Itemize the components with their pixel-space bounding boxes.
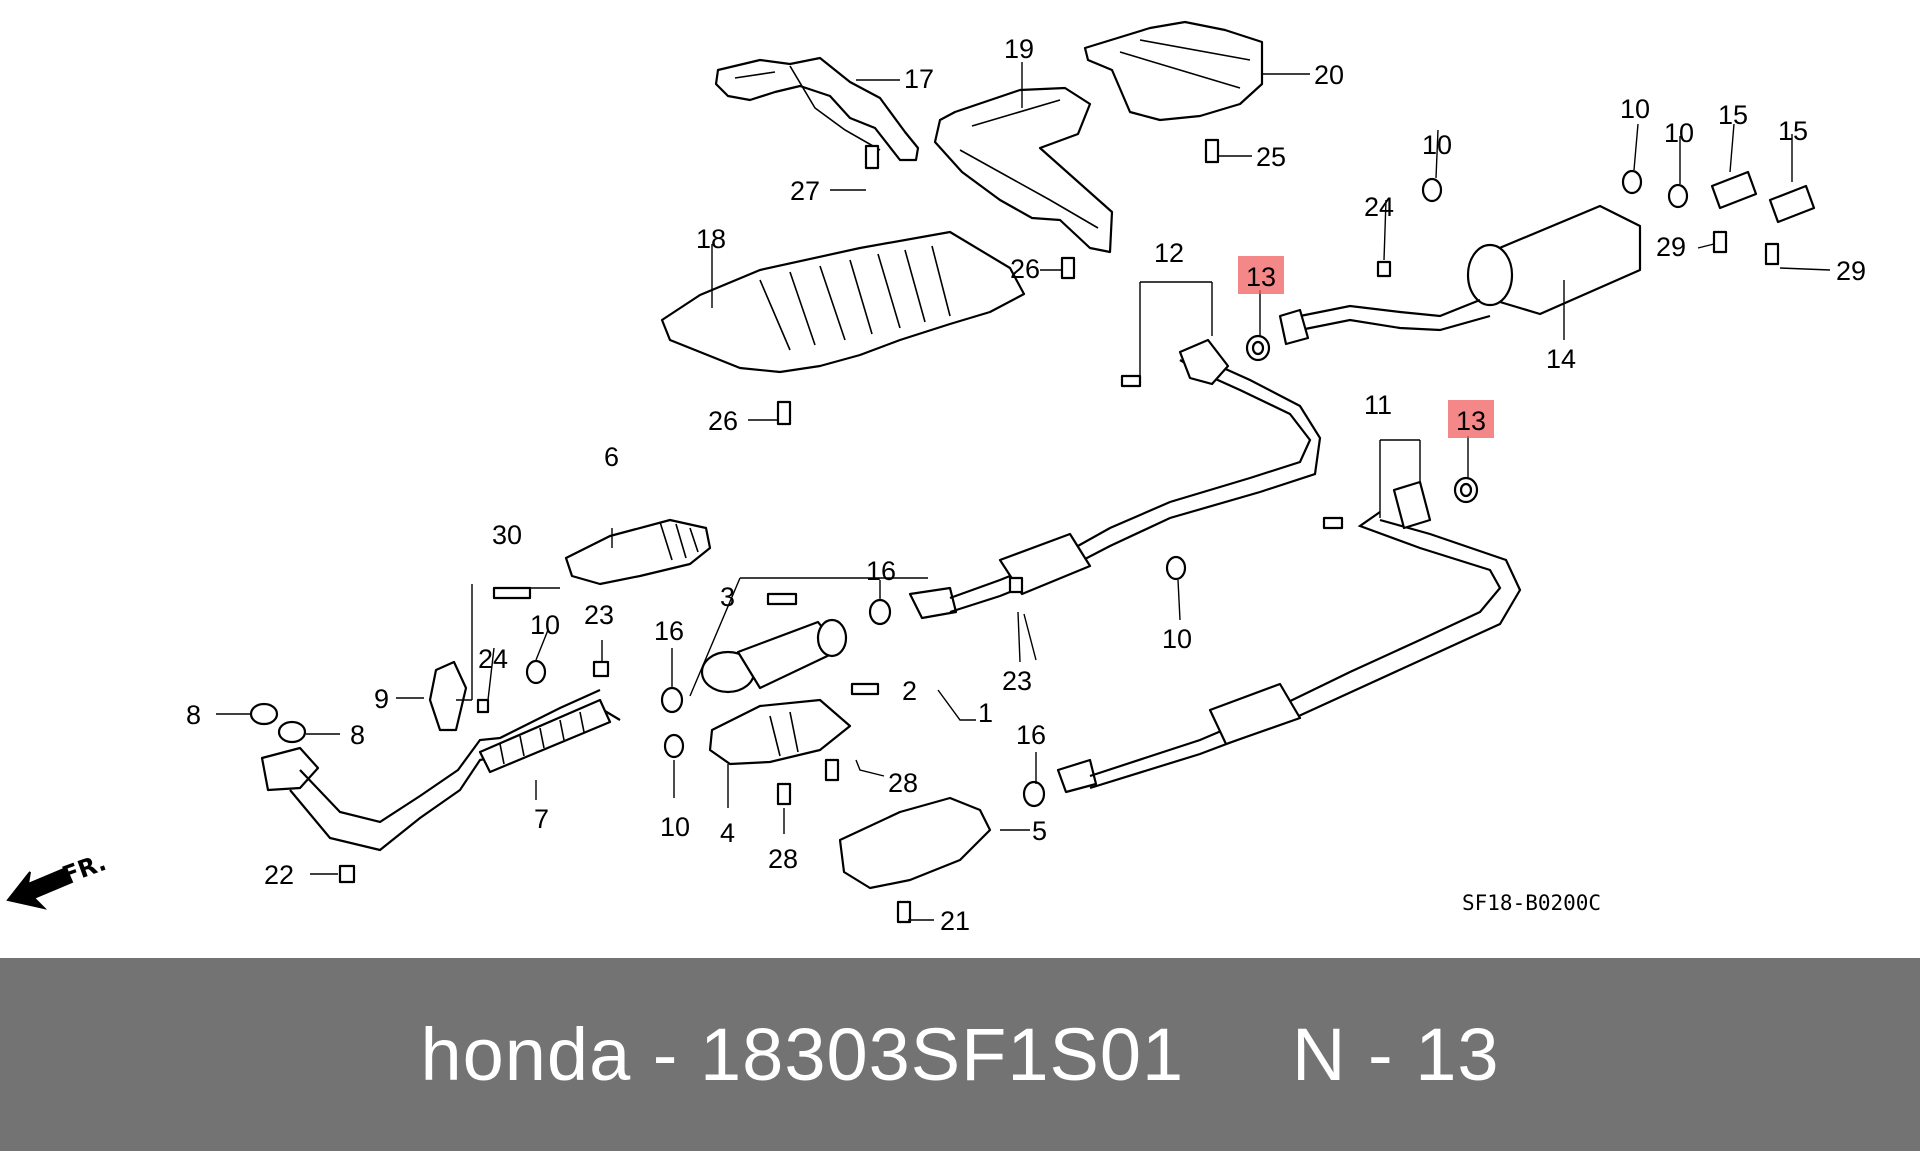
direction-label: FR.	[58, 848, 109, 890]
heat-shield-17	[714, 56, 920, 162]
label-6: 6	[604, 442, 619, 472]
finisher-15a	[1710, 170, 1758, 210]
label-4: 4	[720, 818, 735, 848]
label-11: 11	[1364, 390, 1392, 420]
finisher-15b	[1768, 184, 1816, 224]
footer-brand: honda	[420, 1013, 632, 1096]
rear-pipe-11	[1056, 480, 1522, 794]
label-23a: 23	[584, 600, 614, 630]
silencer-14	[1278, 204, 1642, 346]
label-10a: 10	[1422, 130, 1452, 160]
label-10b: 10	[1620, 94, 1650, 124]
label-5: 5	[1032, 816, 1047, 846]
heat-shield-5	[838, 796, 992, 890]
footer-bar: honda - 18303SF1S01 N - 13	[0, 958, 1920, 1151]
label-26a: 26	[1010, 254, 1040, 284]
heat-shield-19	[933, 86, 1114, 254]
label-22: 22	[264, 860, 294, 890]
label-29b: 29	[1836, 256, 1866, 286]
label-18: 18	[696, 224, 726, 254]
label-13b: 13	[1456, 406, 1486, 436]
label-1: 1	[978, 698, 993, 728]
part-labels: 17 19 20 25 27 18 26 26 12 13 11 13 10 2…	[186, 34, 1866, 936]
label-29a: 29	[1656, 232, 1686, 262]
label-28a: 28	[888, 768, 918, 798]
label-15b: 15	[1778, 116, 1808, 146]
label-26b: 26	[708, 406, 738, 436]
label-16b: 16	[654, 616, 684, 646]
highlight-13a	[1238, 256, 1284, 294]
label-10d: 10	[530, 610, 560, 640]
footer-part-number: 18303SF1S01	[700, 1013, 1185, 1096]
label-8a: 8	[186, 700, 201, 730]
label-10f: 10	[660, 812, 690, 842]
footer-ref: N - 13	[1292, 1013, 1500, 1096]
heat-shield-4	[708, 698, 852, 766]
highlight-13b	[1448, 400, 1494, 438]
label-9: 9	[374, 684, 389, 714]
label-2: 2	[902, 676, 917, 706]
label-13a: 13	[1246, 262, 1276, 292]
footer-text: honda - 18303SF1S01 N - 13	[420, 1013, 1500, 1096]
label-14: 14	[1546, 344, 1576, 374]
label-20: 20	[1314, 60, 1344, 90]
label-10e: 10	[1162, 624, 1192, 654]
label-16a: 16	[866, 556, 896, 586]
label-21: 21	[940, 906, 970, 936]
label-24a: 24	[1364, 192, 1394, 222]
label-24b: 24	[478, 644, 508, 674]
exhaust-parts-diagram: FR. 17 19 20 25 27 18 26 26 12 13 11 13 …	[6, 20, 1866, 936]
small-parts	[249, 138, 1780, 924]
label-16c: 16	[1016, 720, 1046, 750]
front-direction-arrow: FR.	[6, 848, 110, 910]
label-27: 27	[790, 176, 820, 206]
converter-2	[700, 618, 848, 694]
leader-lines	[216, 62, 1831, 921]
label-7: 7	[534, 804, 549, 834]
heat-shield-18	[660, 230, 1026, 374]
label-28b: 28	[768, 844, 798, 874]
heat-shield-20	[1083, 20, 1264, 122]
label-30: 30	[492, 520, 522, 550]
middle-pipe-12	[908, 338, 1322, 620]
label-25: 25	[1256, 142, 1286, 172]
label-17: 17	[904, 64, 934, 94]
label-19: 19	[1004, 34, 1034, 64]
label-8b: 8	[350, 720, 365, 750]
label-10c: 10	[1664, 118, 1694, 148]
label-15a: 15	[1718, 100, 1748, 130]
converter-shield-6	[564, 518, 712, 586]
diagram-code: SF18-B0200C	[1462, 891, 1601, 915]
label-23b: 23	[1002, 666, 1032, 696]
front-pipe-7	[260, 688, 621, 852]
label-12: 12	[1154, 238, 1184, 268]
label-3: 3	[720, 582, 735, 612]
